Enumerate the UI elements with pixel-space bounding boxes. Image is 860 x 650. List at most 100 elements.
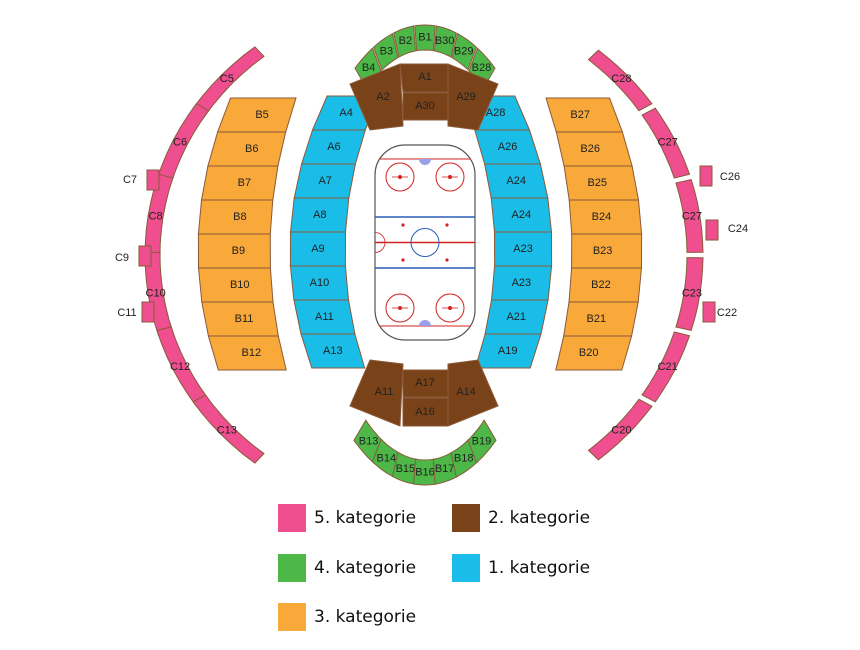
section-tab[interactable] xyxy=(141,301,155,323)
section-shape[interactable] xyxy=(490,265,553,301)
section-shape[interactable] xyxy=(413,458,437,486)
section-b21[interactable]: B21 xyxy=(563,301,639,337)
section-shape[interactable] xyxy=(402,397,449,427)
section-tab[interactable] xyxy=(138,245,152,267)
section-tab[interactable] xyxy=(705,219,719,241)
section-b9[interactable]: B9 xyxy=(197,233,271,269)
section-shape[interactable] xyxy=(641,107,691,179)
section-c6[interactable]: C6 xyxy=(156,103,210,184)
section-b23[interactable]: B23 xyxy=(571,233,643,269)
section-a30[interactable]: A30 xyxy=(402,92,449,121)
section-shape[interactable] xyxy=(414,24,436,52)
section-b7[interactable]: B7 xyxy=(200,165,279,201)
section-c21[interactable]: C21 xyxy=(641,331,691,403)
section-b10[interactable]: B10 xyxy=(197,267,274,303)
section-a24[interactable]: A24 xyxy=(490,197,553,233)
section-c27[interactable]: C27 xyxy=(641,107,691,179)
section-a7[interactable]: A7 xyxy=(293,163,357,199)
section-shape[interactable] xyxy=(451,32,478,71)
section-shape[interactable] xyxy=(467,419,497,464)
section-shape[interactable] xyxy=(447,63,499,131)
section-c13[interactable]: C13 xyxy=(192,394,265,464)
section-shape[interactable] xyxy=(289,265,350,301)
section-shape[interactable] xyxy=(207,335,287,371)
section-shape[interactable] xyxy=(402,92,449,121)
section-a19[interactable]: A19 xyxy=(474,333,542,369)
section-a6[interactable]: A6 xyxy=(300,129,366,165)
section-b1[interactable]: B1 xyxy=(414,24,436,52)
section-shape[interactable] xyxy=(484,299,549,335)
section-a17[interactable]: A17 xyxy=(402,369,449,398)
section-shape[interactable] xyxy=(568,199,643,235)
section-a21[interactable]: A21 xyxy=(484,299,549,335)
section-shape[interactable] xyxy=(545,97,624,133)
section-shape[interactable] xyxy=(393,25,417,58)
section-c27[interactable]: C27 xyxy=(675,179,704,253)
section-shape[interactable] xyxy=(201,301,279,337)
section-shape[interactable] xyxy=(493,231,553,267)
section-shape[interactable] xyxy=(156,326,210,407)
section-c12[interactable]: C12 xyxy=(156,326,210,407)
section-shape[interactable] xyxy=(490,197,553,233)
section-shape[interactable] xyxy=(349,63,404,131)
section-shape[interactable] xyxy=(293,163,357,199)
section-b20[interactable]: B20 xyxy=(555,335,633,371)
section-shape[interactable] xyxy=(300,333,366,369)
section-b6[interactable]: B6 xyxy=(207,131,287,167)
section-shape[interactable] xyxy=(207,131,287,167)
section-shape[interactable] xyxy=(192,394,265,464)
section-a1[interactable]: A1 xyxy=(399,63,449,93)
section-a11[interactable]: A11 xyxy=(293,299,356,335)
section-shape[interactable] xyxy=(568,267,643,303)
section-b12[interactable]: B12 xyxy=(207,335,287,371)
section-b24[interactable]: B24 xyxy=(568,199,643,235)
section-a9[interactable]: A9 xyxy=(289,231,347,267)
section-tab[interactable] xyxy=(702,301,716,323)
section-shape[interactable] xyxy=(587,398,653,461)
section-a10[interactable]: A10 xyxy=(289,265,350,301)
section-shape[interactable] xyxy=(474,129,542,165)
section-shape[interactable] xyxy=(197,199,274,235)
section-shape[interactable] xyxy=(587,49,653,112)
section-b8[interactable]: B8 xyxy=(197,199,274,235)
section-c23[interactable]: C23 xyxy=(675,257,704,331)
section-shape[interactable] xyxy=(675,179,704,253)
section-b11[interactable]: B11 xyxy=(201,301,279,337)
section-shape[interactable] xyxy=(474,333,542,369)
section-shape[interactable] xyxy=(197,267,274,303)
section-shape[interactable] xyxy=(563,165,640,201)
section-shape[interactable] xyxy=(563,301,639,337)
section-shape[interactable] xyxy=(200,165,279,201)
section-shape[interactable] xyxy=(399,63,449,93)
section-a13[interactable]: A13 xyxy=(300,333,366,369)
section-shape[interactable] xyxy=(555,335,633,371)
section-shape[interactable] xyxy=(555,131,633,167)
section-a23[interactable]: A23 xyxy=(490,265,553,301)
section-shape[interactable] xyxy=(675,257,704,331)
section-tab[interactable] xyxy=(146,169,160,191)
section-a26[interactable]: A26 xyxy=(474,129,542,165)
section-b16[interactable]: B16 xyxy=(413,458,437,486)
section-shape[interactable] xyxy=(197,233,271,269)
section-shape[interactable] xyxy=(293,299,356,335)
section-a16[interactable]: A16 xyxy=(402,397,449,427)
section-shape[interactable] xyxy=(571,233,643,269)
section-shape[interactable] xyxy=(289,197,350,233)
section-a11[interactable]: A11 xyxy=(349,359,404,427)
section-a23[interactable]: A23 xyxy=(493,231,553,267)
section-shape[interactable] xyxy=(156,103,210,184)
section-a14[interactable]: A14 xyxy=(447,359,499,427)
section-shape[interactable] xyxy=(300,129,366,165)
section-shape[interactable] xyxy=(433,25,457,58)
section-shape[interactable] xyxy=(447,359,499,427)
section-c20[interactable]: C20 xyxy=(587,398,653,461)
section-shape[interactable] xyxy=(402,369,449,398)
section-shape[interactable] xyxy=(641,331,691,403)
section-a24[interactable]: A24 xyxy=(483,163,549,199)
section-shape[interactable] xyxy=(483,163,549,199)
section-shape[interactable] xyxy=(349,359,404,427)
section-tab[interactable] xyxy=(699,165,713,187)
section-shape[interactable] xyxy=(289,231,347,267)
section-b22[interactable]: B22 xyxy=(568,267,643,303)
section-b25[interactable]: B25 xyxy=(563,165,640,201)
